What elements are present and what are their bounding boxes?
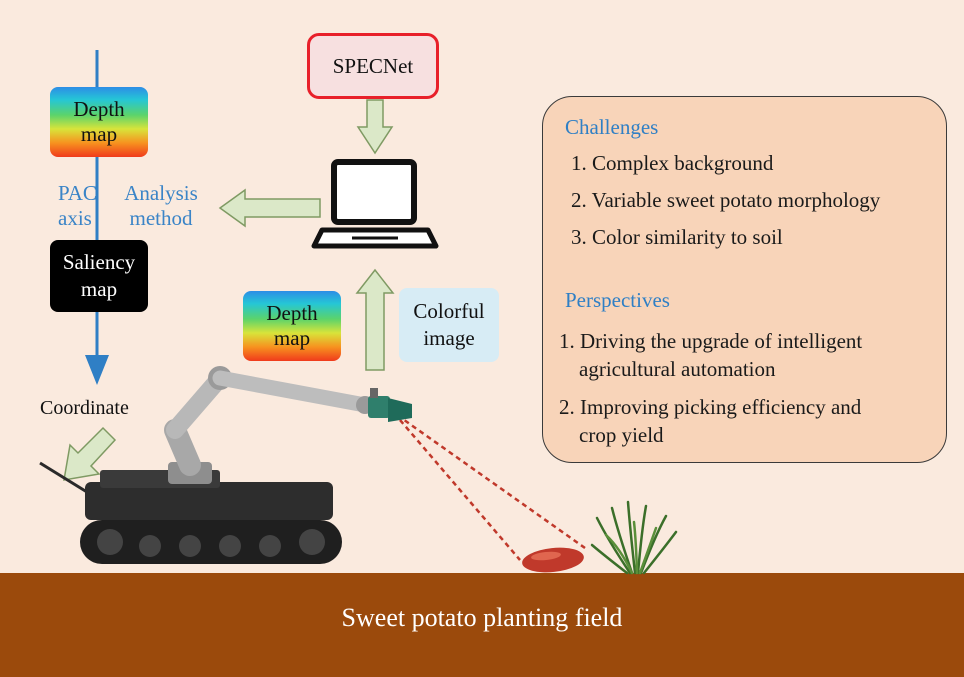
challenges-heading: Challenges	[565, 115, 659, 139]
perspectives-heading: Perspectives	[565, 288, 670, 312]
depth-map-box-middle: Depth map	[243, 291, 341, 361]
perspective-item-2-line2: crop yield	[579, 423, 664, 447]
challenge-item-1: 1. Complex background	[571, 151, 774, 175]
depth-map-left-line1: Depth	[73, 97, 125, 121]
saliency-map-line2: map	[80, 277, 118, 301]
perspective-item-1-line1: 1. Driving the upgrade of intelligent	[559, 329, 863, 353]
arrow-arm-to-laptop	[355, 268, 395, 371]
saliency-map-line1: Saliency	[62, 250, 136, 274]
depth-map-left-line2: map	[80, 122, 118, 146]
pac-axis-line2: axis	[58, 206, 92, 230]
colorful-image-box: Colorful image	[399, 288, 499, 362]
pac-axis-label: PAC axis	[58, 181, 106, 231]
depth-map-box-left: Depth map	[50, 87, 148, 157]
planting-field	[0, 573, 964, 677]
analysis-method-label: Analysis method	[116, 181, 206, 231]
colorful-image-line1: Colorful	[413, 299, 485, 323]
perspective-item-1-line2: agricultural automation	[579, 357, 776, 381]
analysis-method-line2: method	[129, 206, 193, 230]
robot-arm-icon	[164, 366, 412, 484]
specnet-box: SPECNet	[307, 33, 439, 99]
arrow-laptop-to-analysis	[218, 188, 321, 228]
challenge-item-3: 3. Color similarity to soil	[571, 225, 783, 249]
field-label: Sweet potato planting field	[341, 603, 623, 632]
laptop-icon	[311, 159, 439, 249]
perspective-item-2-line1: 2. Improving picking efficiency and	[559, 395, 862, 419]
grass-icon	[590, 500, 678, 575]
perspective-item-1: 1. Driving the upgrade of intelligent ag…	[559, 327, 862, 383]
challenge-item-2: 2. Variable sweet potato morphology	[571, 188, 881, 212]
sight-line-lower	[399, 419, 521, 561]
arrow-spec-to-laptop	[356, 99, 394, 155]
coordinate-label: Coordinate	[40, 397, 129, 419]
sweet-potato-icon	[522, 547, 584, 573]
sight-line-upper	[389, 408, 586, 550]
depth-map-middle-line2: map	[273, 326, 311, 350]
depth-map-middle-line1: Depth	[266, 301, 318, 325]
saliency-map-box: Saliency map	[50, 240, 148, 312]
colorful-image-line2: image	[423, 326, 475, 350]
analysis-method-line1: Analysis	[124, 181, 198, 205]
pac-axis-line1: PAC	[58, 181, 97, 205]
arrow-coordinate-to-robot	[63, 426, 117, 481]
info-panel: Challenges 1. Complex background 2. Vari…	[542, 96, 947, 463]
flow-arrowhead	[85, 355, 109, 385]
perspective-item-2: 2. Improving picking efficiency and crop…	[559, 393, 861, 449]
